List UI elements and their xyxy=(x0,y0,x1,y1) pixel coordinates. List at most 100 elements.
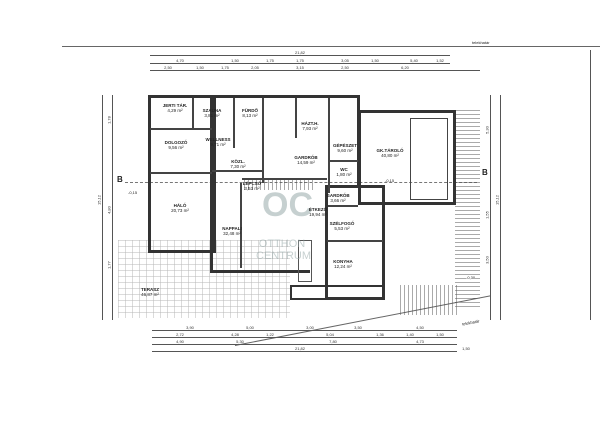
wall-interior xyxy=(150,128,212,130)
dimension-label: 1,75 xyxy=(296,58,304,63)
dimension-label: 4,80 xyxy=(106,206,112,214)
outer-wall-garage xyxy=(358,110,456,205)
dimension-label: 1,40 xyxy=(406,332,414,337)
dimension-label: 2,50 xyxy=(164,65,172,70)
wall-dining-south xyxy=(290,285,385,300)
dimension-label: 1,77 xyxy=(106,261,112,269)
dimension-label: 1,50 xyxy=(196,65,204,70)
dimension-label: 7,80 xyxy=(329,339,337,344)
wall-interior xyxy=(295,98,297,138)
room-label: KÖZL.7,30 m² xyxy=(230,159,246,169)
wall-interior xyxy=(233,98,235,148)
dimension-label: 1,55 xyxy=(484,211,490,219)
dimension-label: 3,05 xyxy=(341,58,349,63)
exterior-stairs xyxy=(455,110,480,310)
dimension-label: 3,90 xyxy=(186,325,194,330)
wall-interior xyxy=(328,160,358,162)
dimension-label: 1,50 xyxy=(231,58,239,63)
level-mark: -0,15 xyxy=(128,190,138,195)
boundary-label-2: telekhatár xyxy=(461,318,480,327)
dimension-label: 1,78 xyxy=(106,116,112,124)
dimension-label: 21,82 xyxy=(294,50,306,55)
dimension-label: 4,73 xyxy=(416,339,424,344)
wall-interior xyxy=(192,98,194,128)
dimension-top-row1 xyxy=(150,63,450,64)
dimension-label: 15,12 xyxy=(96,194,102,206)
boundary-line-top xyxy=(62,46,600,47)
dimension-label: 5,30 xyxy=(484,126,490,134)
dimension-label: 1,75 xyxy=(221,65,229,70)
wall-interior xyxy=(262,98,264,183)
watermark-logo: OC xyxy=(262,186,313,224)
wall-interior xyxy=(328,205,358,207)
dimension-top-row2 xyxy=(150,70,480,71)
boundary-label: telekhatár xyxy=(472,40,490,45)
dimension-label: 5,40 xyxy=(410,58,418,63)
wall-interior xyxy=(328,98,330,193)
dimension-label: 1,75 xyxy=(266,58,274,63)
dining-table xyxy=(298,240,312,282)
section-mark-right: B xyxy=(482,168,488,177)
dimension-label: 1,36 xyxy=(376,332,384,337)
dimension-bottom-row3 xyxy=(152,344,457,345)
site-line-right xyxy=(590,50,591,320)
dimension-left-inner xyxy=(112,95,113,320)
terrace-paving xyxy=(118,240,290,318)
dimension-label: 4,50 xyxy=(416,325,424,330)
dimension-label: 2,50 xyxy=(341,65,349,70)
dimension-label: 5,04 xyxy=(326,332,334,337)
dimension-bottom-row1 xyxy=(152,330,457,331)
room-label: JERTI TÁR.4,29 m² xyxy=(162,103,188,113)
dimension-top-total xyxy=(150,55,450,56)
wall-interior xyxy=(240,183,242,268)
outer-wall-living xyxy=(210,183,310,273)
dimension-label: 2,72 xyxy=(176,332,184,337)
dimension-label: 4,90 xyxy=(176,339,184,344)
dimension-label: 5,00 xyxy=(246,325,254,330)
wall-interior xyxy=(212,170,262,172)
outer-wall-west-wing xyxy=(148,95,216,253)
dimension-right-inner xyxy=(490,95,491,320)
dimension-label: 5,30 xyxy=(236,339,244,344)
dimension-label: 1,50 xyxy=(371,58,379,63)
dimension-bottom-total xyxy=(152,351,457,352)
dimension-label: 1,50 xyxy=(462,346,470,351)
dimension-label: 21,82 xyxy=(294,346,306,351)
wall-interior xyxy=(327,240,383,242)
dimension-label: 3,00 xyxy=(306,325,314,330)
ramp-stairs xyxy=(400,285,460,315)
wall-interior xyxy=(242,178,327,180)
dimension-label: 3,50 xyxy=(354,325,362,330)
level-mark: -0,30 xyxy=(466,275,476,280)
dimension-left-outer xyxy=(102,95,103,320)
dimension-label: 6,20 xyxy=(401,65,409,70)
room-label: HÁZT.H.7,93 m² xyxy=(301,121,319,131)
dimension-label: 4,70 xyxy=(176,58,184,63)
garage-car-outline xyxy=(410,118,448,200)
dimension-label: 15,12 xyxy=(494,194,500,206)
dimension-label: 2,05 xyxy=(251,65,259,70)
dimension-label: 1,22 xyxy=(266,332,274,337)
dimension-label: 1,52 xyxy=(436,58,444,63)
dimension-label: 1,50 xyxy=(436,332,444,337)
dimension-bottom-row2 xyxy=(152,337,457,338)
wall-interior xyxy=(150,172,212,174)
